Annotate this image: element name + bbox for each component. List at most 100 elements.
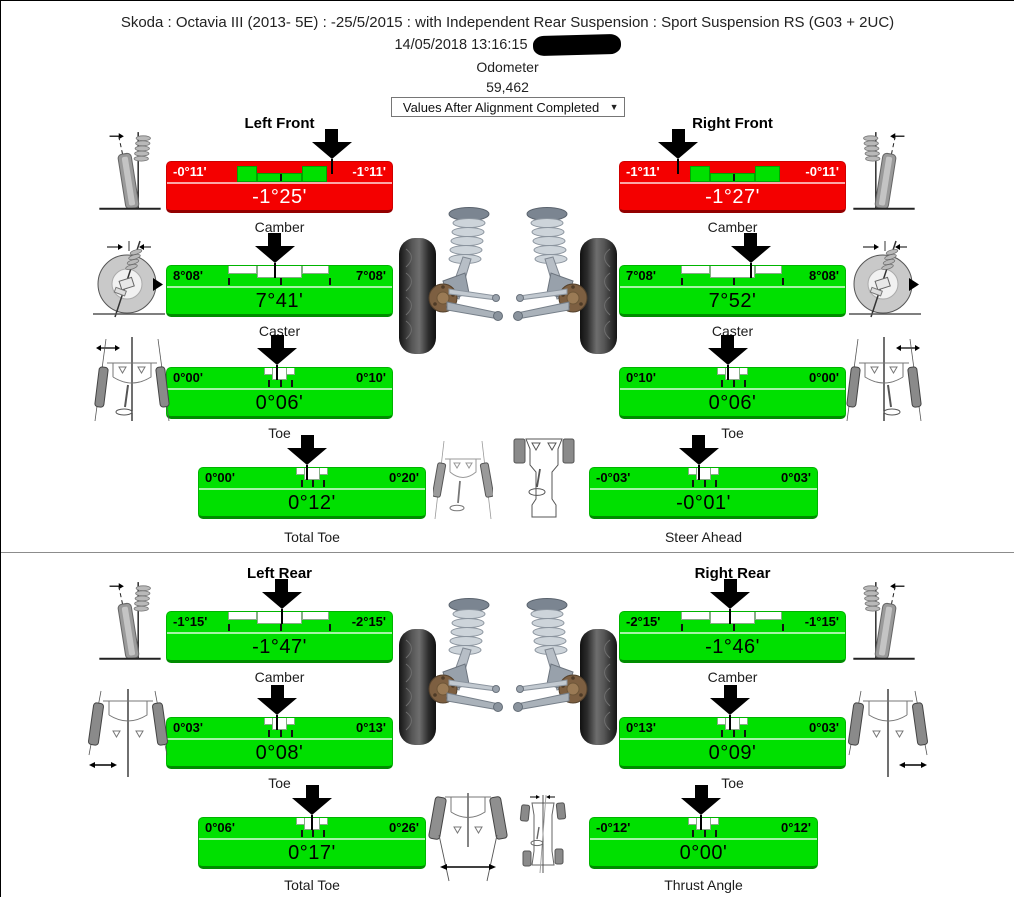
right-limit: 0°10' — [356, 370, 386, 385]
toe-diagram-icon — [91, 337, 173, 423]
measured-value: -0°01' — [676, 491, 731, 514]
gauge-label: Steer Ahead — [664, 529, 743, 545]
rear-axle-diagram-icon — [427, 789, 509, 883]
gauge-right-rear-camber: -2°15' -1°15' -1°46' — [619, 611, 846, 663]
caster-diagram-icon — [847, 239, 925, 319]
gauge-left-front-camber: -0°11' -1°11' -1°25' — [166, 161, 393, 213]
toe-diagram-icon — [843, 337, 925, 423]
left-limit: 0°03' — [173, 720, 203, 735]
gauge-left-rear-toe: 0°03' 0°13' 0°08' — [166, 717, 393, 769]
odometer-value: 59,462 — [486, 79, 529, 95]
gauge-label: Toe — [268, 425, 291, 441]
gauge-label: Camber — [254, 219, 305, 235]
left-limit: -1°11' — [626, 164, 660, 179]
right-limit: 7°08' — [356, 268, 386, 283]
right-limit: 0°00' — [809, 370, 839, 385]
spec-strip: 0°00' 0°10' — [167, 368, 392, 390]
gauge-right-rear-toe: 0°13' 0°03' 0°09' — [619, 717, 846, 769]
redaction-blob — [532, 33, 621, 57]
measured-value: -1°46' — [705, 635, 760, 658]
right-limit: 0°26' — [389, 820, 419, 835]
right-limit: 0°12' — [781, 820, 811, 835]
rear-suspension-image — [397, 587, 507, 752]
spec-strip: -1°15' -2°15' — [167, 612, 392, 634]
measured-value: -1°25' — [252, 185, 307, 208]
left-limit: 0°00' — [173, 370, 203, 385]
gauge-label: Camber — [254, 669, 305, 685]
left-limit: 0°10' — [626, 370, 656, 385]
gauge-label: Camber — [707, 219, 758, 235]
gauge-label: Total Toe — [284, 877, 340, 893]
measured-value: 0°08' — [255, 741, 304, 764]
measured-value: 0°17' — [288, 841, 336, 864]
spec-strip: 8°08' 7°08' — [167, 266, 392, 288]
measured-value: 0°06' — [708, 391, 757, 414]
right-limit: 0°20' — [389, 470, 419, 485]
left-limit: 0°06' — [205, 820, 235, 835]
left-limit: 7°08' — [626, 268, 656, 283]
gauge-front-total-toe: 0°00' 0°20' 0°12' — [198, 467, 426, 519]
gauge-rear-total-toe: 0°06' 0°26' 0°17' — [198, 817, 426, 869]
front-suspension-image — [509, 201, 619, 356]
gauge-left-front-caster: 8°08' 7°08' 7°41' — [166, 265, 393, 317]
measured-value: 0°06' — [255, 391, 304, 414]
right-limit: -1°15' — [804, 614, 839, 629]
thrust-vehicle-icon — [519, 793, 569, 875]
measured-value: 7°41' — [255, 289, 304, 312]
left-limit: -1°15' — [173, 614, 208, 629]
report-datetime-row: 14/05/2018 13:16:15 — [1, 33, 1014, 57]
spec-strip: -0°11' -1°11' — [167, 162, 392, 184]
right-limit: -0°11' — [805, 164, 839, 179]
spec-strip: 0°03' 0°13' — [167, 718, 392, 740]
measured-value: 0°12' — [288, 491, 336, 514]
camber-diagram-icon — [851, 577, 917, 669]
right-limit: -2°15' — [351, 614, 386, 629]
rear-toe-diagram-icon — [845, 689, 931, 779]
gauge-left-front-toe: 0°00' 0°10' 0°06' — [166, 367, 393, 419]
rear-toe-diagram-icon — [85, 689, 171, 779]
right-front-title: Right Front — [692, 115, 773, 132]
rear-suspension-image — [509, 587, 619, 752]
right-limit: 0°03' — [781, 470, 811, 485]
measured-value: 7°52' — [708, 289, 757, 312]
gauge-left-rear-camber: -1°15' -2°15' -1°47' — [166, 611, 393, 663]
view-select[interactable]: Values After Alignment Completed ▼ — [390, 97, 625, 117]
left-limit: -2°15' — [626, 614, 661, 629]
spec-strip: -2°15' -1°15' — [620, 612, 845, 634]
camber-diagram-icon — [851, 127, 917, 219]
spec-strip: -0°12' 0°12' — [590, 818, 817, 840]
measured-value: -1°27' — [705, 185, 760, 208]
gauge-right-front-caster: 7°08' 8°08' 7°52' — [619, 265, 846, 317]
gauge-right-front-camber: -1°11' -0°11' -1°27' — [619, 161, 846, 213]
measured-value: 0°09' — [708, 741, 757, 764]
left-limit: -0°12' — [596, 820, 631, 835]
left-limit: -0°03' — [596, 470, 631, 485]
spec-strip: -1°11' -0°11' — [620, 162, 845, 184]
report-datetime: 14/05/2018 13:16:15 — [394, 37, 528, 53]
measured-value: -1°47' — [252, 635, 307, 658]
gauge-label: Camber — [707, 669, 758, 685]
camber-diagram-icon — [97, 577, 163, 669]
right-rear-title: Right Rear — [694, 565, 771, 582]
right-limit: 8°08' — [809, 268, 839, 283]
spec-strip: 0°13' 0°03' — [620, 718, 845, 740]
vehicle-top-view-icon — [513, 435, 575, 521]
vehicle-title: Skoda : Octavia III (2013- 5E) : -25/5/2… — [120, 14, 895, 31]
left-limit: 0°13' — [626, 720, 656, 735]
spec-strip: 0°10' 0°00' — [620, 368, 845, 390]
left-limit: 8°08' — [173, 268, 203, 283]
gauge-right-front-toe: 0°10' 0°00' 0°06' — [619, 367, 846, 419]
left-limit: -0°11' — [173, 164, 207, 179]
section-divider — [1, 552, 1014, 553]
right-limit: 0°13' — [356, 720, 386, 735]
gauge-label: Thrust Angle — [664, 877, 743, 893]
right-limit: -1°11' — [352, 164, 386, 179]
front-suspension-image — [397, 201, 507, 356]
camber-diagram-icon — [97, 127, 163, 219]
odometer-label: Odometer — [476, 59, 539, 75]
gauge-thrust-angle: -0°12' 0°12' 0°00' — [589, 817, 818, 869]
gauge-label: Caster — [258, 323, 301, 339]
spec-strip: 0°00' 0°20' — [199, 468, 425, 490]
left-front-title: Left Front — [244, 115, 315, 132]
view-select-value: Values After Alignment Completed — [402, 99, 600, 115]
